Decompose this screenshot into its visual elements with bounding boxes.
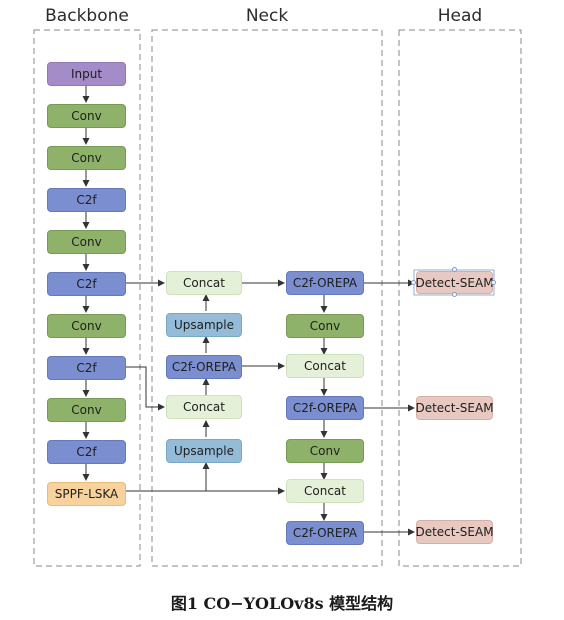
resize-handle-right[interactable] [491, 280, 496, 285]
input-node: Input [47, 62, 126, 86]
neck-concat-1: Concat [166, 271, 242, 295]
resize-handle-top[interactable] [452, 267, 457, 272]
backbone-title: Backbone [45, 6, 129, 26]
resize-handle-bottom[interactable] [452, 292, 457, 297]
edge-c2f3-concat2 [126, 366, 165, 411]
head-region [398, 29, 522, 567]
neck-region [151, 29, 383, 567]
figure-caption: 图1 CO−YOLOv8s 模型结构 [170, 594, 394, 613]
neck-c2f-orepa-2: C2f-OREPA [286, 271, 364, 295]
head-detect-seam-2: Detect-SEAM [415, 396, 494, 420]
neck-upsample-1: Upsample [166, 313, 242, 337]
backbone-c2f-2: C2f [47, 272, 126, 296]
backbone-c2f-4: C2f [47, 440, 126, 464]
neck-upsample-2: Upsample [166, 439, 242, 463]
neck-concat-4: Concat [286, 479, 364, 503]
neck-c2f-orepa-4: C2f-OREPA [286, 521, 364, 545]
head-detect-seam-1: Detect-SEAM [415, 271, 494, 294]
head-title: Head [437, 6, 483, 26]
backbone-conv-4: Conv [47, 314, 126, 338]
backbone-c2f-3: C2f [47, 356, 126, 380]
backbone-conv-1: Conv [47, 104, 126, 128]
backbone-conv-5: Conv [47, 398, 126, 422]
diagram-canvas [33, 29, 522, 567]
neck-c2f-orepa-1: C2f-OREPA [166, 355, 242, 379]
head-detect-seam-3: Detect-SEAM [415, 520, 494, 544]
neck-conv-1: Conv [286, 314, 364, 338]
neck-concat-2: Concat [166, 395, 242, 419]
neck-c2f-orepa-3: C2f-OREPA [286, 396, 364, 420]
backbone-conv-2: Conv [47, 146, 126, 170]
neck-title: Neck [245, 6, 289, 26]
backbone-c2f-1: C2f [47, 188, 126, 212]
backbone-conv-3: Conv [47, 230, 126, 254]
neck-concat-3: Concat [286, 354, 364, 378]
architecture-diagram: Backbone Neck Head Input Conv Conv C2f C… [33, 6, 522, 567]
sppf-lska-node: SPPF-LSKA [47, 482, 126, 506]
neck-conv-2: Conv [286, 439, 364, 463]
backbone-region [33, 29, 141, 567]
resize-handle-left[interactable] [411, 280, 416, 285]
